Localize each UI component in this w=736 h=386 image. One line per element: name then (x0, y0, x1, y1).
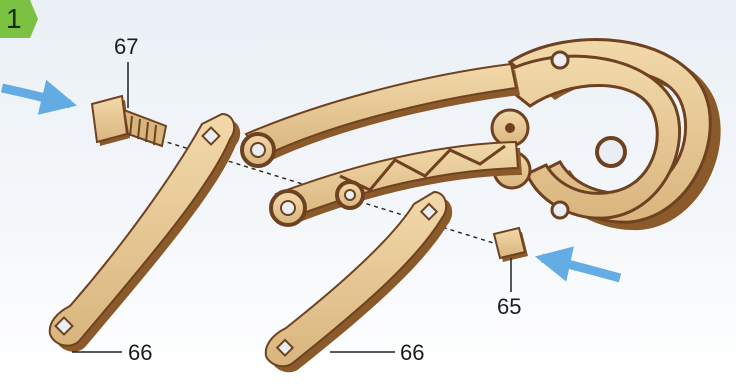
gear-upper (492, 110, 528, 146)
link-part-66-left (50, 114, 240, 352)
claw-assembly (492, 40, 721, 231)
lattice-arm (271, 142, 522, 225)
pin-part-65 (494, 228, 528, 262)
callout-label-66-left: 66 (128, 340, 152, 366)
callout-label-66-right: 66 (400, 340, 424, 366)
direction-arrow-right (542, 258, 620, 278)
direction-arrow-left (2, 88, 70, 104)
callout-label-65: 65 (497, 294, 521, 320)
callout-label-67: 67 (114, 34, 138, 60)
bolt-part-67 (92, 96, 166, 146)
